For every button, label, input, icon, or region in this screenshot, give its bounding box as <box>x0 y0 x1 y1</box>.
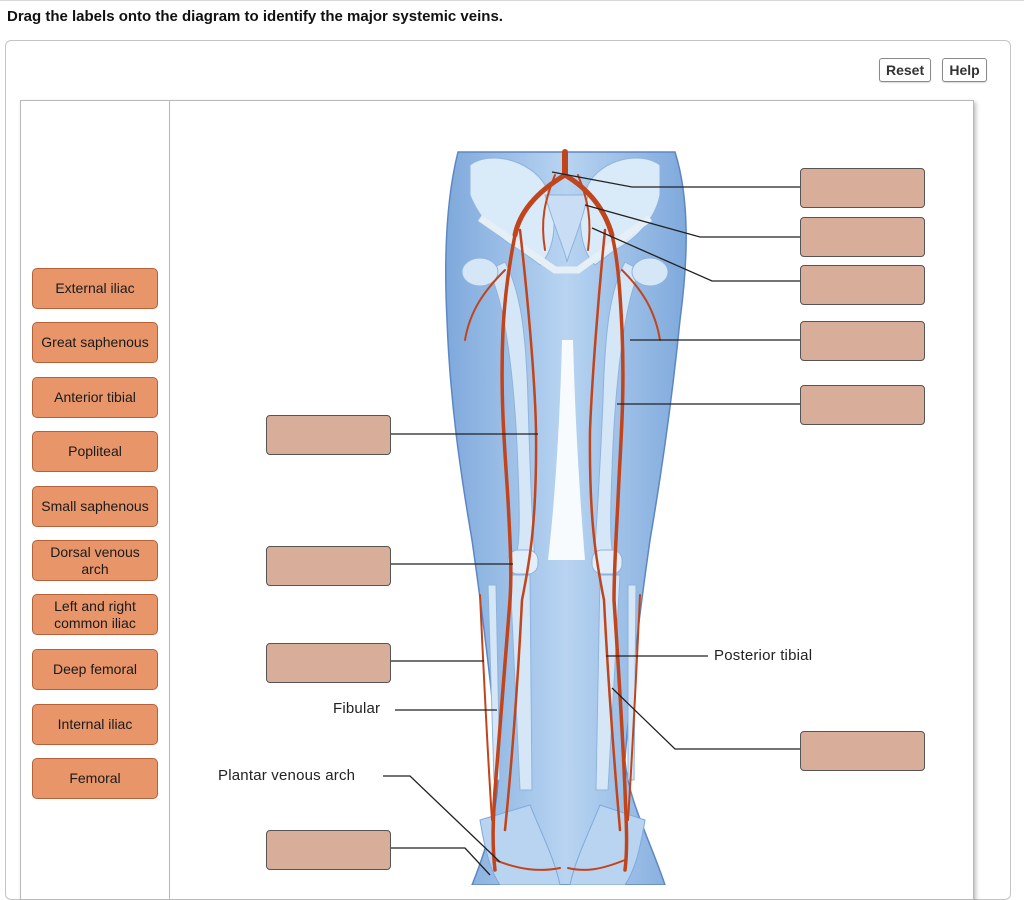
label-chip-great-saphenous[interactable]: Great saphenous <box>32 322 158 363</box>
drop-target-1[interactable] <box>800 168 925 208</box>
label-posterior-tibial: Posterior tibial <box>714 647 813 664</box>
label-chip-femoral[interactable]: Femoral <box>32 758 158 799</box>
label-plantar-venous-arch: Plantar venous arch <box>218 767 356 784</box>
top-divider <box>0 0 1024 1</box>
label-chip-common-iliac[interactable]: Left and right common iliac <box>32 594 158 635</box>
help-button[interactable]: Help <box>942 58 987 82</box>
label-chip-popliteal[interactable]: Popliteal <box>32 431 158 472</box>
label-chip-internal-iliac[interactable]: Internal iliac <box>32 704 158 745</box>
drop-target-5[interactable] <box>800 385 925 425</box>
drop-target-6[interactable] <box>266 415 391 455</box>
drop-target-3[interactable] <box>800 265 925 305</box>
label-chip-dorsal-venous-arch[interactable]: Dorsal venous arch <box>32 540 158 581</box>
drop-target-7[interactable] <box>266 546 391 586</box>
label-chip-deep-femoral[interactable]: Deep femoral <box>32 649 158 690</box>
label-chip-small-saphenous[interactable]: Small saphenous <box>32 486 158 527</box>
drop-target-10[interactable] <box>266 830 391 870</box>
drop-target-9[interactable] <box>800 731 925 771</box>
instructions-text: Drag the labels onto the diagram to iden… <box>7 8 503 25</box>
drop-target-2[interactable] <box>800 217 925 257</box>
label-chip-external-iliac[interactable]: External iliac <box>32 268 158 309</box>
label-chip-anterior-tibial[interactable]: Anterior tibial <box>32 377 158 418</box>
label-fibular: Fibular <box>333 700 381 717</box>
drop-target-4[interactable] <box>800 321 925 361</box>
label-bank <box>20 100 170 900</box>
drop-target-8[interactable] <box>266 643 391 683</box>
reset-button[interactable]: Reset <box>879 58 931 82</box>
